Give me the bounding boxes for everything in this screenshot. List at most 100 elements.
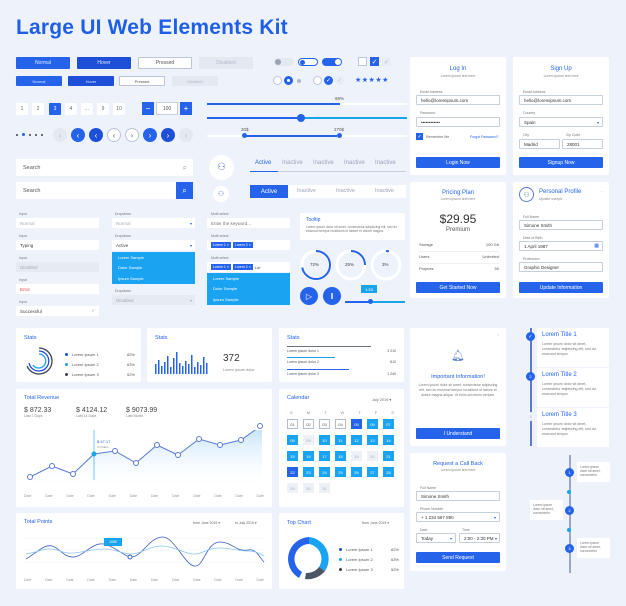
signup-button[interactable]: Signup Now <box>519 157 603 168</box>
small-button-normal[interactable]: Normal <box>16 76 62 86</box>
tab-inactive-4[interactable]: Inactive <box>375 160 396 166</box>
pause-icon[interactable]: ‖ <box>323 287 341 305</box>
calendar-day[interactable]: 07 <box>383 419 394 429</box>
tab-inactive-1[interactable]: Inactive <box>282 160 303 166</box>
page-10[interactable]: 10 <box>113 103 125 115</box>
calendar-day[interactable]: 14 <box>383 435 394 445</box>
profile-name-field[interactable]: Simone Smith <box>519 220 603 230</box>
profile-profession-field[interactable]: Graphic Designer <box>519 262 603 272</box>
range-track[interactable] <box>207 135 407 137</box>
dropdown-option[interactable]: Ipsum Sample <box>118 275 144 281</box>
dropdown-option[interactable]: Dolor Sample <box>118 265 143 271</box>
from-date-select[interactable]: from June 2019 ▾ <box>362 521 390 525</box>
profile-dob-field[interactable]: 1 April 1987▦ <box>519 241 603 251</box>
login-button[interactable]: Login Now <box>416 157 500 168</box>
multiselect-option[interactable]: Lorem Sample <box>213 275 240 281</box>
login-email-field[interactable]: hello@loremipsum.com <box>416 95 500 105</box>
calendar-day[interactable]: 10 <box>319 435 330 445</box>
close-icon[interactable]: × <box>497 332 500 337</box>
search-input[interactable]: Search⌕ <box>16 159 193 176</box>
dropdown-active[interactable]: Active▾ <box>112 240 195 250</box>
input-success[interactable]: Successful✓ <box>16 306 99 316</box>
tag-chip[interactable]: Lorem 2 × <box>232 242 253 248</box>
forgot-password-link[interactable]: Forgot Password? <box>470 135 499 139</box>
multiselect-input[interactable]: Enter the keyword... <box>207 218 290 228</box>
carousel-dots[interactable] <box>16 133 43 136</box>
calendar-day[interactable]: 26 <box>351 467 362 477</box>
prev-normal-icon[interactable]: ‹ <box>71 128 85 142</box>
send-request-button[interactable]: Send Request <box>416 552 500 563</box>
calendar-day[interactable]: 15 <box>287 451 298 461</box>
calendar-day[interactable]: 02 <box>303 419 314 429</box>
tag-chip[interactable]: Lorem 1 × <box>211 242 231 248</box>
avatar-small-icon[interactable]: ⚇ <box>213 186 229 202</box>
radio-check-unchecked[interactable] <box>313 76 322 85</box>
calendar-day[interactable]: 28 <box>383 467 394 477</box>
update-info-button[interactable]: Update Information <box>519 282 603 293</box>
calendar-day[interactable]: 18 <box>335 451 346 461</box>
calendar-day[interactable]: 23 <box>303 467 314 477</box>
calendar-day[interactable]: 04 <box>335 419 346 429</box>
time-select[interactable]: 2:00 - 2:30 PM▾ <box>459 533 500 543</box>
signup-email-field[interactable]: hello@loremipsum.com <box>519 95 603 105</box>
small-button-hover[interactable]: Hover <box>68 76 114 86</box>
slider-cyan[interactable] <box>207 117 407 119</box>
toggle-on[interactable] <box>322 58 342 66</box>
pill-tab-inactive-3[interactable]: Inactive <box>375 188 394 194</box>
date-select[interactable]: Today▾ <box>416 533 456 543</box>
page-3[interactable]: 3 <box>49 103 61 115</box>
calendar-day[interactable]: 17 <box>319 451 330 461</box>
zip-field[interactable]: 28001 <box>562 139 603 149</box>
stepper-value[interactable]: 100 <box>156 102 178 115</box>
toggle-off[interactable] <box>298 58 318 66</box>
avatar-large-icon[interactable]: ⚇ <box>209 155 234 180</box>
small-button-pressed[interactable]: Pressed <box>119 76 165 86</box>
pill-tab-inactive-2[interactable]: Inactive <box>336 188 355 194</box>
profile-avatar-icon[interactable]: ⚇ <box>519 187 534 202</box>
radio-checked[interactable] <box>284 76 293 85</box>
calendar-day[interactable]: 19 <box>351 451 362 461</box>
multiselect-option[interactable]: Dolor Sample <box>213 286 238 292</box>
dropdown-option[interactable]: Lorem Sample <box>118 254 145 260</box>
calendar-day[interactable]: 16 <box>303 451 314 461</box>
calendar-day[interactable]: 03 <box>319 419 330 429</box>
media-handle[interactable] <box>368 299 373 304</box>
calendar-day[interactable]: 13 <box>367 435 378 445</box>
calendar-day[interactable]: 21 <box>383 451 394 461</box>
tag-chip[interactable]: Lorem 2 × <box>232 264 253 270</box>
prev-outline-icon[interactable]: ‹ <box>107 128 121 142</box>
phone-field[interactable]: + 1 234 567 890▾ <box>416 512 500 522</box>
range-handle-high[interactable] <box>337 133 342 138</box>
multiselect-option[interactable]: Ipsum Sample <box>213 296 239 302</box>
calendar-day[interactable]: 11 <box>335 435 346 445</box>
button-hover[interactable]: Hover <box>77 57 131 69</box>
calendar-day[interactable]: 30 <box>303 483 314 493</box>
multiselect-typing[interactable]: Lorem 1 ×Lorem 2 ×Lor <box>207 262 290 272</box>
from-date-select[interactable]: from June 2019 ▾ <box>193 521 221 525</box>
tag-chip[interactable]: Lorem 1 × <box>211 264 231 270</box>
tab-inactive-2[interactable]: Inactive <box>313 160 334 166</box>
pill-tab-active[interactable]: Active <box>250 185 288 198</box>
page-4[interactable]: 4 <box>65 103 77 115</box>
media-progress[interactable] <box>345 301 405 303</box>
stepper-plus[interactable]: + <box>180 102 192 115</box>
get-started-button[interactable]: Get Started Now <box>416 282 500 293</box>
search-icon[interactable]: ⌕ <box>182 162 187 172</box>
calendar-day[interactable]: 27 <box>367 467 378 477</box>
callback-name-field[interactable]: Simone Smith <box>416 491 500 501</box>
input-typing[interactable]: Typing <box>16 240 99 250</box>
country-select[interactable]: Spain▾ <box>519 117 603 127</box>
range-handle-low[interactable] <box>242 133 247 138</box>
calendar-day[interactable]: 31 <box>319 483 330 493</box>
remember-checkbox[interactable]: ✓ <box>416 133 423 140</box>
calendar-day[interactable]: 22 <box>287 467 298 477</box>
dropdown-normal[interactable]: Normal▾ <box>112 218 195 228</box>
button-pressed[interactable]: Pressed <box>138 57 192 69</box>
input-normal[interactable]: Normal <box>16 218 99 228</box>
understand-button[interactable]: I Understand <box>416 428 500 439</box>
next-normal-icon[interactable]: › <box>143 128 157 142</box>
radio-unchecked[interactable] <box>273 76 282 85</box>
login-password-field[interactable]: •••••••••••• <box>416 117 500 127</box>
search-button-icon[interactable]: ⌕ <box>176 182 193 199</box>
city-field[interactable]: Madrid <box>519 139 560 149</box>
